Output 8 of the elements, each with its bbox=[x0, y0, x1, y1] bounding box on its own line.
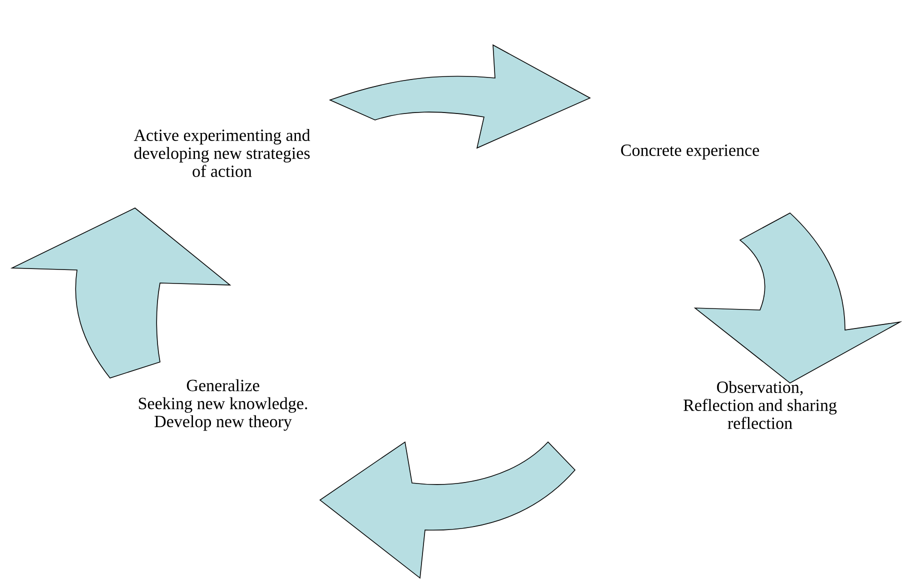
curved-block-arrow bbox=[320, 442, 576, 578]
curved-block-arrow bbox=[694, 212, 900, 384]
stage-label: Concrete experience bbox=[621, 144, 760, 160]
curved-block-arrow bbox=[330, 44, 590, 148]
stage-label: Active experimenting and developing new strategies of action bbox=[134, 129, 310, 177]
curved-block-arrow bbox=[12, 208, 230, 378]
stage-label: Observation, Reflection and sharing reflection bbox=[684, 381, 837, 429]
stage-label: Generalize Seeking new knowledge. Develop new theory bbox=[138, 379, 308, 431]
